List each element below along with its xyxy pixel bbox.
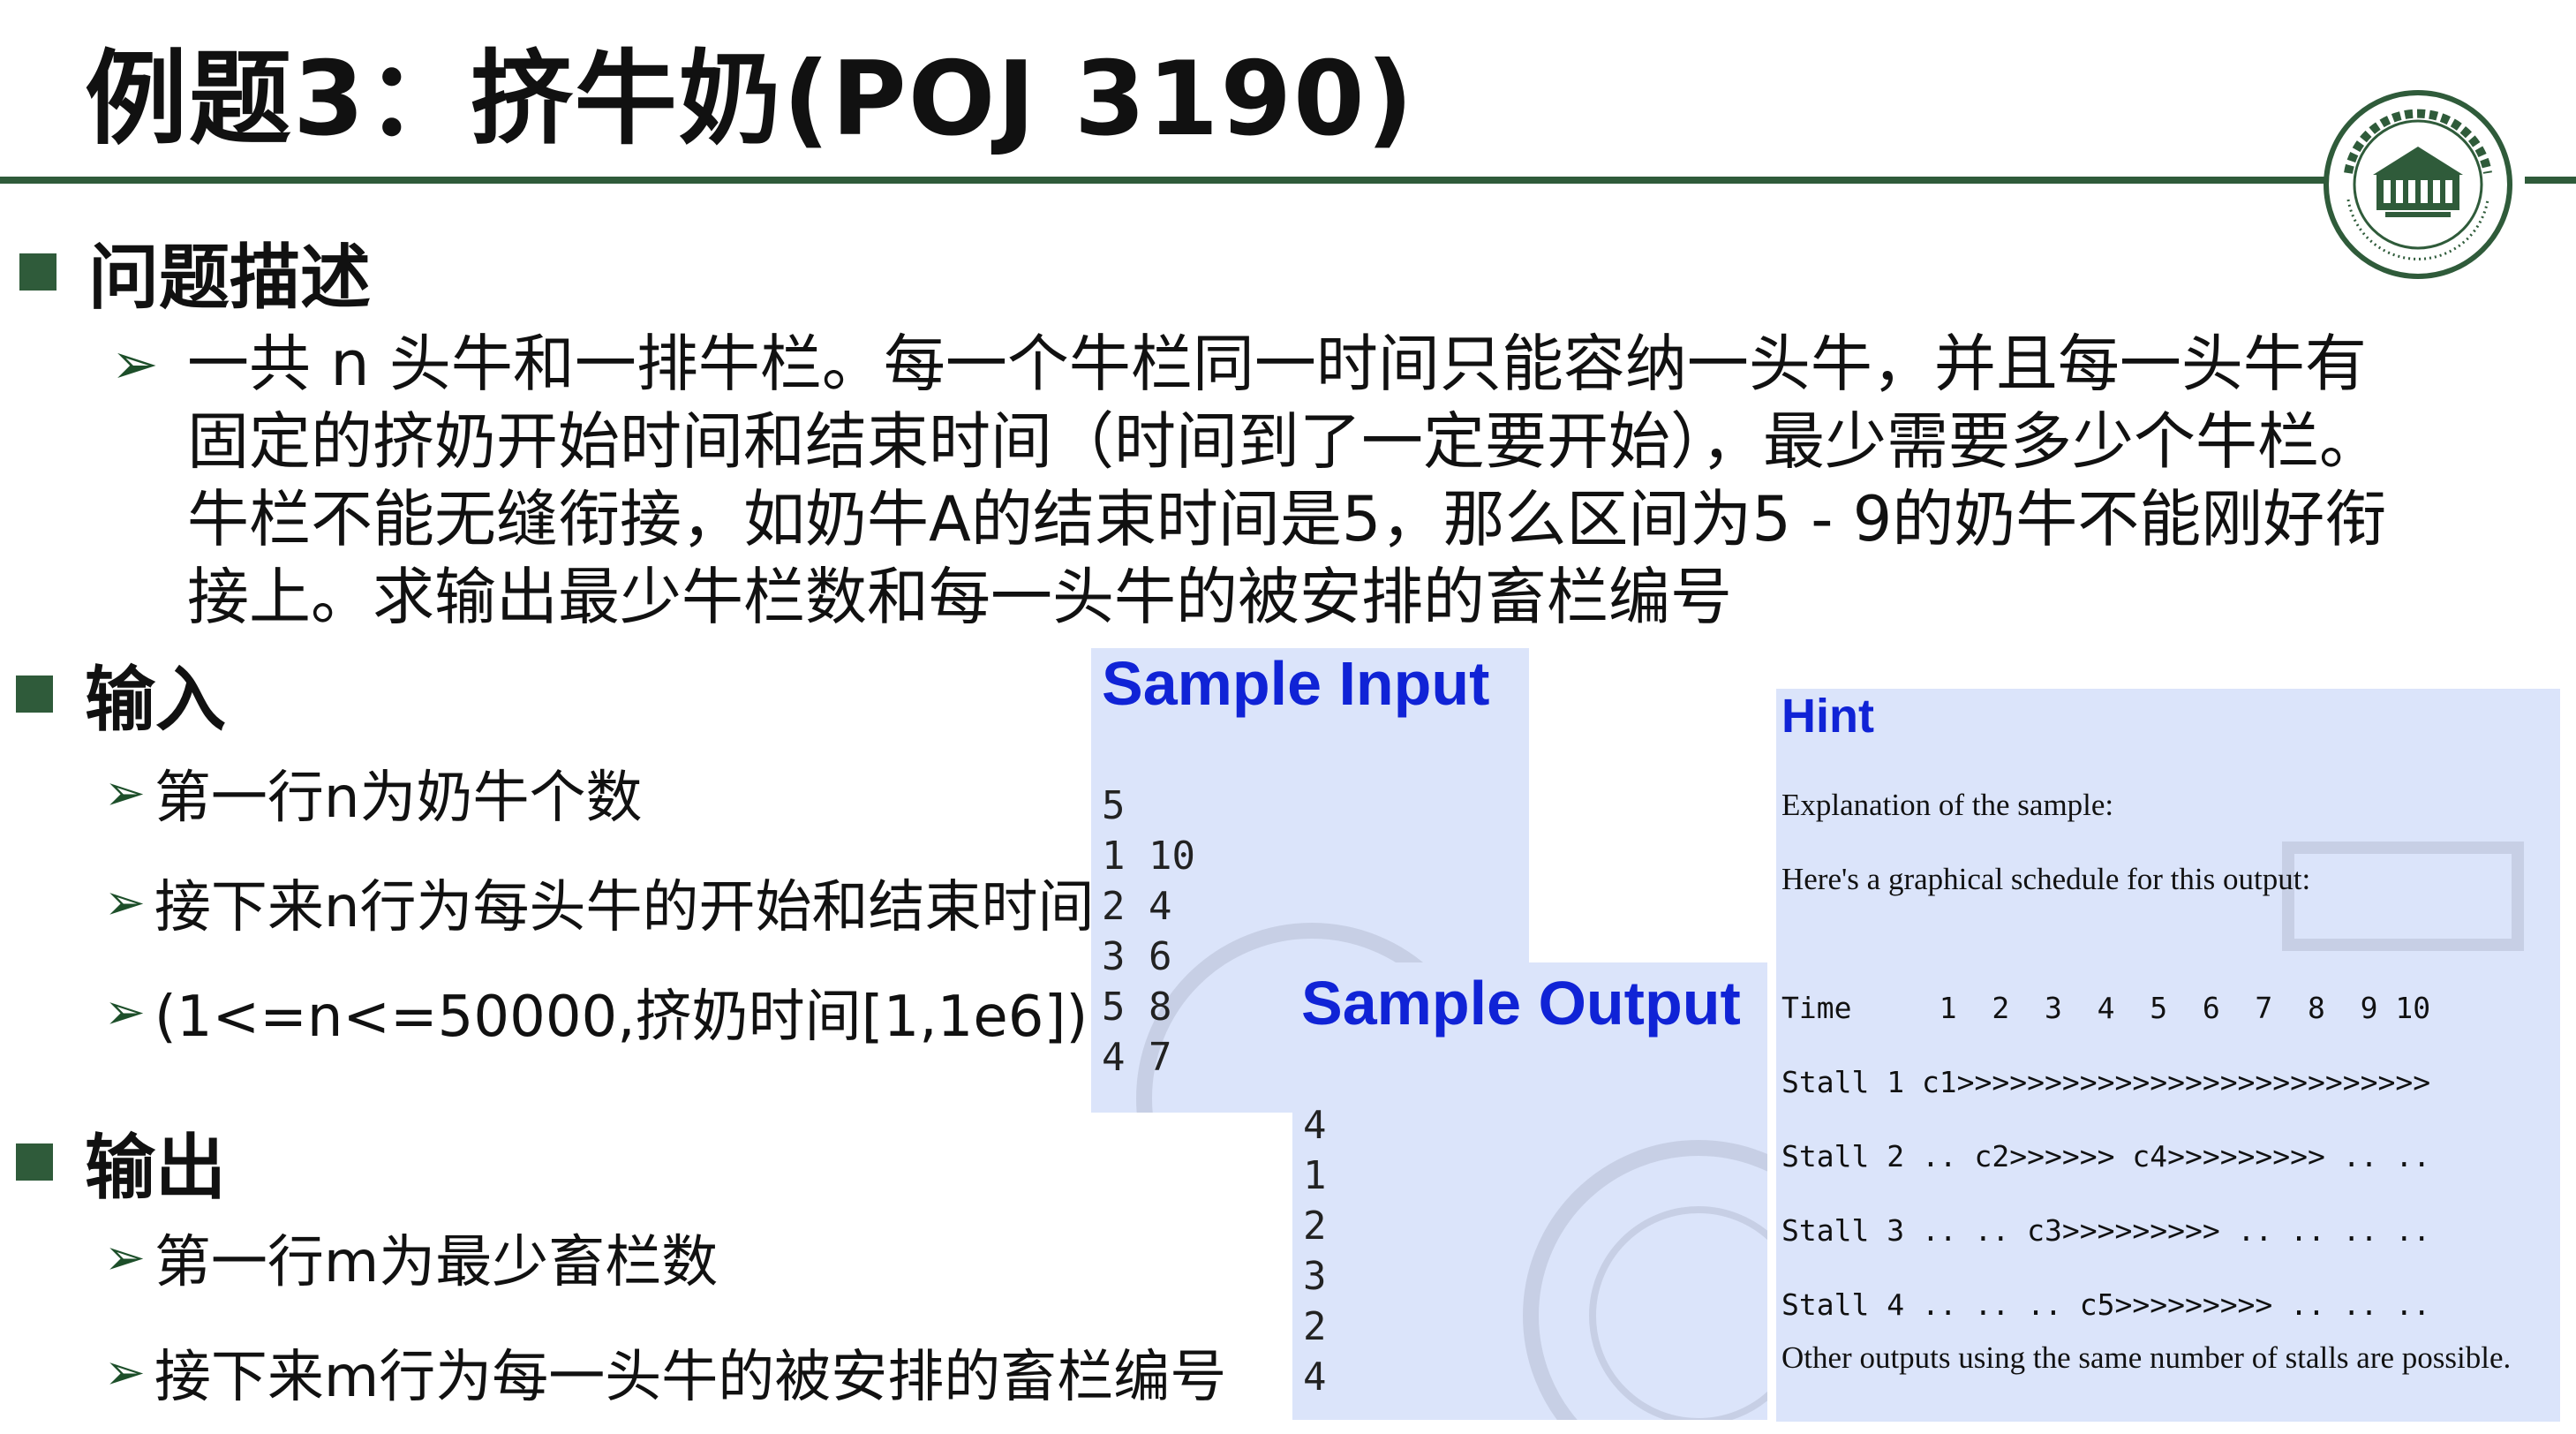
output-item: ➢ 接下来m行为每一头牛的被安排的畜栏编号 [104, 1332, 1226, 1413]
input-item-text: (1<=n<=50000,挤奶时间[1,1e6]) [154, 985, 1088, 1050]
sample-output-panel: Sample Output 4 1 2 3 2 4 [1292, 962, 1767, 1420]
schedule-line: Stall 3 .. .. c3>>>>>>>>> .. .. .. .. [1781, 1213, 2431, 1248]
arrow-bullet-icon: ➢ [104, 764, 146, 822]
hint-schedule: Time 1 2 3 4 5 6 7 8 9 10 Stall 1 c1>>>>… [1781, 971, 2430, 1342]
title-divider [0, 177, 2339, 184]
sample-output-lines: 4 1 2 3 2 4 [1303, 1100, 1327, 1402]
school-logo [2324, 90, 2512, 279]
arrow-bullet-icon: ➢ [104, 983, 146, 1041]
sample-input-line: 2 4 [1102, 884, 1172, 929]
sample-input-line: 5 8 [1102, 985, 1172, 1030]
section-output: 输出 [16, 1111, 226, 1213]
sample-output-line: 2 [1303, 1304, 1327, 1349]
input-item: ➢ 接下来n行为每头牛的开始和结束时间 [104, 862, 1094, 943]
output-item: ➢ 第一行m为最少畜栏数 [104, 1217, 718, 1298]
section-problem-heading: 问题描述 [88, 237, 371, 319]
section-problem: 问题描述 [19, 221, 371, 323]
sample-output-line: 1 [1303, 1153, 1327, 1198]
arrow-bullet-icon: ➢ [104, 873, 146, 932]
arrow-bullet-icon: ➢ [104, 1228, 146, 1287]
schedule-line: Time 1 2 3 4 5 6 7 8 9 10 [1781, 991, 2431, 1025]
hint-panel: Hint Explanation of the sample: Here's a… [1776, 689, 2560, 1422]
sample-input-line: 1 10 [1102, 834, 1195, 879]
schedule-line: Stall 2 .. c2>>>>>> c4>>>>>>>>> .. .. [1781, 1139, 2431, 1174]
sample-input-line: 4 7 [1102, 1035, 1172, 1080]
title-divider-right [2525, 177, 2576, 184]
problem-text: 一共 n 头牛和一排牛栏。每一个牛栏同一时间只能容纳一头牛，并且每一头牛有 固定… [187, 328, 2387, 633]
watermark-icon [2282, 842, 2524, 951]
input-item-text: 第一行n为奶牛个数 [154, 766, 643, 831]
sample-output-line: 4 [1303, 1103, 1327, 1148]
sample-output-line: 4 [1303, 1355, 1327, 1400]
hint-schedule-caption: Here's a graphical schedule for this out… [1781, 862, 2311, 896]
output-item-text: 第一行m为最少畜栏数 [154, 1230, 719, 1295]
arrow-bullet-icon: ➢ [111, 332, 159, 397]
hint-title: Hint [1781, 690, 1874, 743]
sample-output-title: Sample Output [1301, 969, 1741, 1038]
input-item: ➢ 第一行n为奶牛个数 [104, 752, 642, 834]
schedule-line: Stall 4 .. .. .. c5>>>>>>>>> .. .. .. [1781, 1287, 2431, 1322]
page-title: 例题3：挤牛奶(POJ 3190) [85, 40, 1415, 159]
bullet-square-icon [19, 253, 56, 291]
section-output-heading: 输出 [85, 1127, 226, 1209]
input-item-text: 接下来n行为每头牛的开始和结束时间 [154, 875, 1095, 940]
section-input-heading: 输入 [85, 659, 226, 741]
bullet-square-icon [16, 1143, 53, 1181]
arrow-bullet-icon: ➢ [104, 1343, 146, 1401]
sample-output-line: 3 [1303, 1254, 1327, 1299]
bullet-square-icon [16, 675, 53, 713]
section-input: 输入 [16, 643, 226, 745]
output-item-text: 接下来m行为每一头牛的被安排的畜栏编号 [154, 1345, 1227, 1410]
sample-input-title: Sample Input [1102, 649, 1490, 718]
sample-input-line: 3 6 [1102, 934, 1172, 979]
sample-input-lines: 5 1 10 2 4 3 6 5 8 4 7 [1102, 781, 1195, 1083]
watermark-icon [1523, 1140, 1767, 1420]
sample-input-line: 5 [1102, 783, 1126, 828]
hint-note: Other outputs using the same number of s… [1781, 1340, 2512, 1375]
input-item: ➢ (1<=n<=50000,挤奶时间[1,1e6]) [104, 971, 1088, 1053]
schedule-line: Stall 1 c1>>>>>>>>>>>>>>>>>>>>>>>>>>> [1781, 1065, 2431, 1099]
sample-output-line: 2 [1303, 1204, 1327, 1249]
hint-explanation: Explanation of the sample: [1781, 788, 2114, 822]
